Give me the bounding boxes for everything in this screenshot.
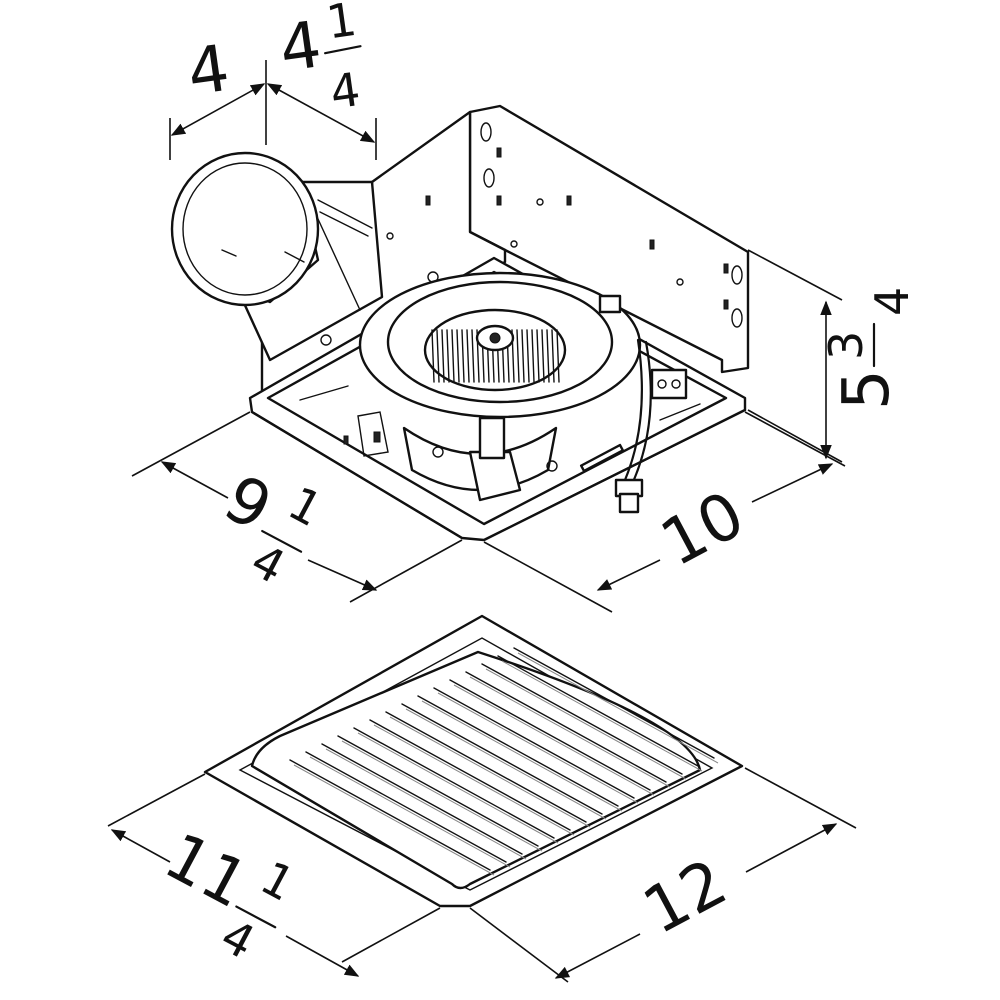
- blower-fin: [446, 329, 450, 383]
- louver-shadow: [293, 764, 495, 876]
- louver-slat: [433, 687, 635, 799]
- svg-text:3: 3: [819, 331, 873, 360]
- grille-louvers: [289, 647, 719, 876]
- blower-fin: [431, 329, 435, 383]
- blower-fin: [471, 329, 475, 383]
- louver-slat: [337, 735, 539, 847]
- louver-slat: [401, 703, 603, 815]
- louver-slat: [465, 671, 667, 783]
- louver-shadow: [517, 652, 719, 764]
- svg-text:5: 5: [830, 369, 904, 410]
- louver-shadow: [325, 748, 527, 860]
- louver-slat: [513, 647, 715, 759]
- louver-slat: [305, 751, 507, 863]
- svg-text:11: 11: [153, 819, 260, 923]
- duct-length-label: 4: [183, 32, 234, 111]
- blower-fin: [466, 329, 470, 383]
- blower-fin: [541, 329, 545, 383]
- blower-fin: [521, 329, 525, 383]
- svg-text:4: 4: [275, 8, 326, 87]
- wiring-harness: [598, 294, 688, 514]
- louver-slat: [289, 759, 491, 871]
- duct-opening: [170, 151, 320, 307]
- louver-slat: [449, 679, 651, 791]
- blower-fin: [536, 329, 540, 383]
- svg-text:1: 1: [252, 850, 303, 911]
- louver-shadow: [501, 660, 703, 772]
- svg-text:9: 9: [212, 462, 283, 546]
- louver-shadow: [389, 716, 591, 828]
- height-label: 5 3 4: [819, 287, 919, 410]
- blower-fin: [546, 329, 550, 383]
- blower-fin: [531, 329, 535, 383]
- width-label: 9 1 4: [212, 462, 331, 595]
- blower-fin: [516, 329, 520, 383]
- louver-slat: [353, 727, 555, 839]
- louver-shadow: [453, 684, 655, 796]
- blower-fin: [556, 329, 560, 383]
- blower-fin: [551, 329, 555, 383]
- louver-shadow: [437, 692, 639, 804]
- louver-shadow: [357, 732, 559, 844]
- louver-shadow: [309, 756, 511, 868]
- svg-text:4: 4: [327, 62, 364, 120]
- fan-housing: [170, 104, 750, 542]
- blower-wheel: [423, 308, 567, 392]
- louver-shadow: [341, 740, 543, 852]
- grille: [203, 614, 744, 908]
- svg-text:1: 1: [323, 0, 360, 49]
- louver-slat: [385, 711, 587, 823]
- louver-slat: [321, 743, 523, 855]
- svg-text:1: 1: [280, 476, 331, 537]
- louver-shadow: [421, 700, 623, 812]
- svg-text:4: 4: [865, 287, 919, 316]
- svg-text:4: 4: [243, 533, 294, 594]
- depth-label: 10: [650, 478, 757, 582]
- blower-fin: [461, 329, 465, 383]
- louver-slat: [481, 663, 683, 775]
- blower-fin: [451, 329, 455, 383]
- bracket-slots: [480, 122, 743, 328]
- blower-fin: [456, 329, 460, 383]
- dimension-lines: [107, 60, 857, 983]
- grille-width-label: 11 1 4: [153, 819, 304, 969]
- grille-depth-label: 12: [632, 846, 739, 950]
- louver-shadow: [485, 668, 687, 780]
- duct-diameter-label: 4 1 4: [275, 0, 364, 120]
- blower-fin: [436, 329, 440, 383]
- louver-slat: [497, 655, 699, 767]
- louver-shadow: [405, 708, 607, 820]
- louver-shadow: [373, 724, 575, 836]
- blower-fin: [526, 329, 530, 383]
- louver-slat: [369, 719, 571, 831]
- louver-shadow: [469, 676, 671, 788]
- louver-slat: [417, 695, 619, 807]
- blower-fin: [441, 329, 445, 383]
- motor-assembly: [343, 411, 558, 502]
